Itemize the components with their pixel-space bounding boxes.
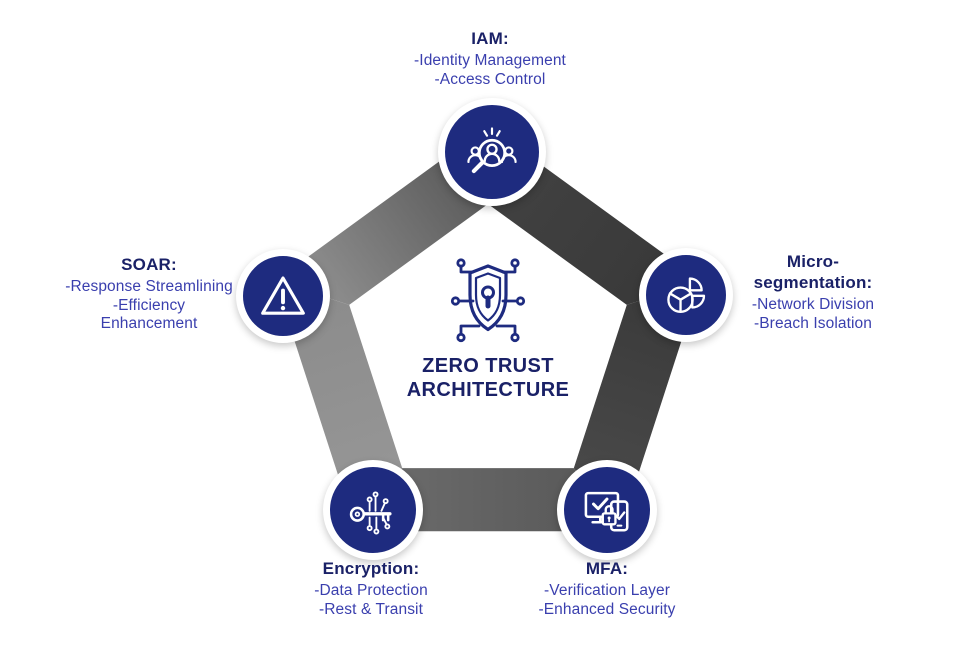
encryption-node-circle — [323, 460, 423, 560]
soar-item: Enhancement — [100, 315, 198, 332]
diagram-title-line1: ZERO TRUST — [422, 355, 554, 377]
diagram-title: ZERO TRUST ARCHITECTURE — [338, 354, 638, 402]
micro-segmentation-item: -Breach Isolation — [753, 314, 872, 332]
iam-label-block: IAM: -Identity Management -Access Contro… — [375, 28, 605, 89]
encryption-item: -Data Protection — [314, 582, 428, 599]
pie-segments-icon — [667, 277, 706, 313]
micro-segmentation-title: Micro-segmentation: — [753, 252, 873, 292]
micro-segmentation-item: -Network Division — [751, 296, 875, 313]
mfa-item: -Enhanced Security — [538, 600, 676, 618]
soar-title: SOAR: — [121, 255, 177, 274]
mfa-node-circle — [557, 460, 657, 560]
soar-item: -Efficiency — [112, 296, 186, 314]
diagram-title-line2: ARCHITECTURE — [406, 379, 570, 401]
soar-item: -Response Streamlining — [65, 278, 233, 295]
multi-device-verification-icon — [584, 491, 629, 532]
iam-node-circle — [438, 98, 546, 206]
soar-label-block: SOAR: -Response Streamlining -Efficiency… — [44, 254, 254, 334]
iam-item: -Access Control — [434, 70, 546, 88]
encryption-item: -Rest & Transit — [319, 600, 423, 618]
iam-title: IAM: — [471, 29, 509, 48]
mfa-item: -Verification Layer — [544, 582, 670, 599]
mfa-label-block: MFA: -Verification Layer -Enhanced Secur… — [507, 558, 707, 619]
micro-segmentation-node-circle — [639, 248, 733, 342]
mfa-title: MFA: — [585, 559, 629, 578]
key-circuit-icon — [349, 491, 392, 535]
encryption-title: Encryption: — [322, 559, 420, 578]
iam-item: -Identity Management — [414, 52, 566, 69]
micro-segmentation-label-block: Micro-segmentation: -Network Division -B… — [738, 251, 888, 333]
warning-triangle-icon — [261, 276, 305, 315]
identity-magnifier-icon — [467, 127, 517, 174]
encryption-label-block: Encryption: -Data Protection -Rest & Tra… — [271, 558, 471, 619]
shield-circuit-icon — [450, 258, 526, 343]
